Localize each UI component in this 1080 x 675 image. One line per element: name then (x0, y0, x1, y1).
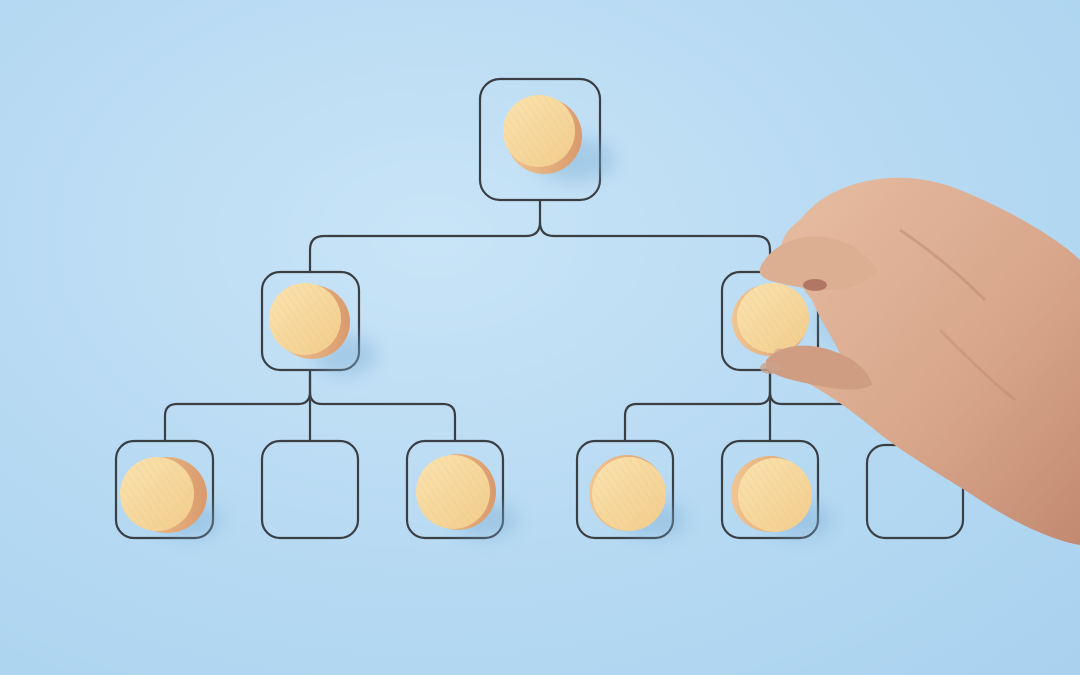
node-box-mid-left (260, 270, 361, 372)
node-box-bottom-2 (260, 439, 360, 540)
hand (759, 177, 1080, 545)
disc-top (503, 95, 582, 174)
fingernail (803, 279, 827, 291)
node-box-top (478, 77, 602, 202)
node-box-bottom-4 (575, 439, 675, 540)
connector-lines (163, 198, 862, 443)
thumbnail (760, 362, 780, 374)
node-boxes (114, 77, 965, 540)
node-box-bottom-3 (405, 439, 505, 540)
disc-bottom-5 (731, 456, 812, 532)
node-box-bottom-5 (720, 439, 820, 540)
disc-mid-left (269, 283, 350, 359)
disc-mid-right (732, 283, 809, 356)
disc-bottom-4 (589, 455, 666, 531)
disc-bottom-1 (120, 457, 207, 533)
node-box-bottom-1 (114, 439, 215, 540)
disc-bottom-3 (416, 454, 496, 530)
